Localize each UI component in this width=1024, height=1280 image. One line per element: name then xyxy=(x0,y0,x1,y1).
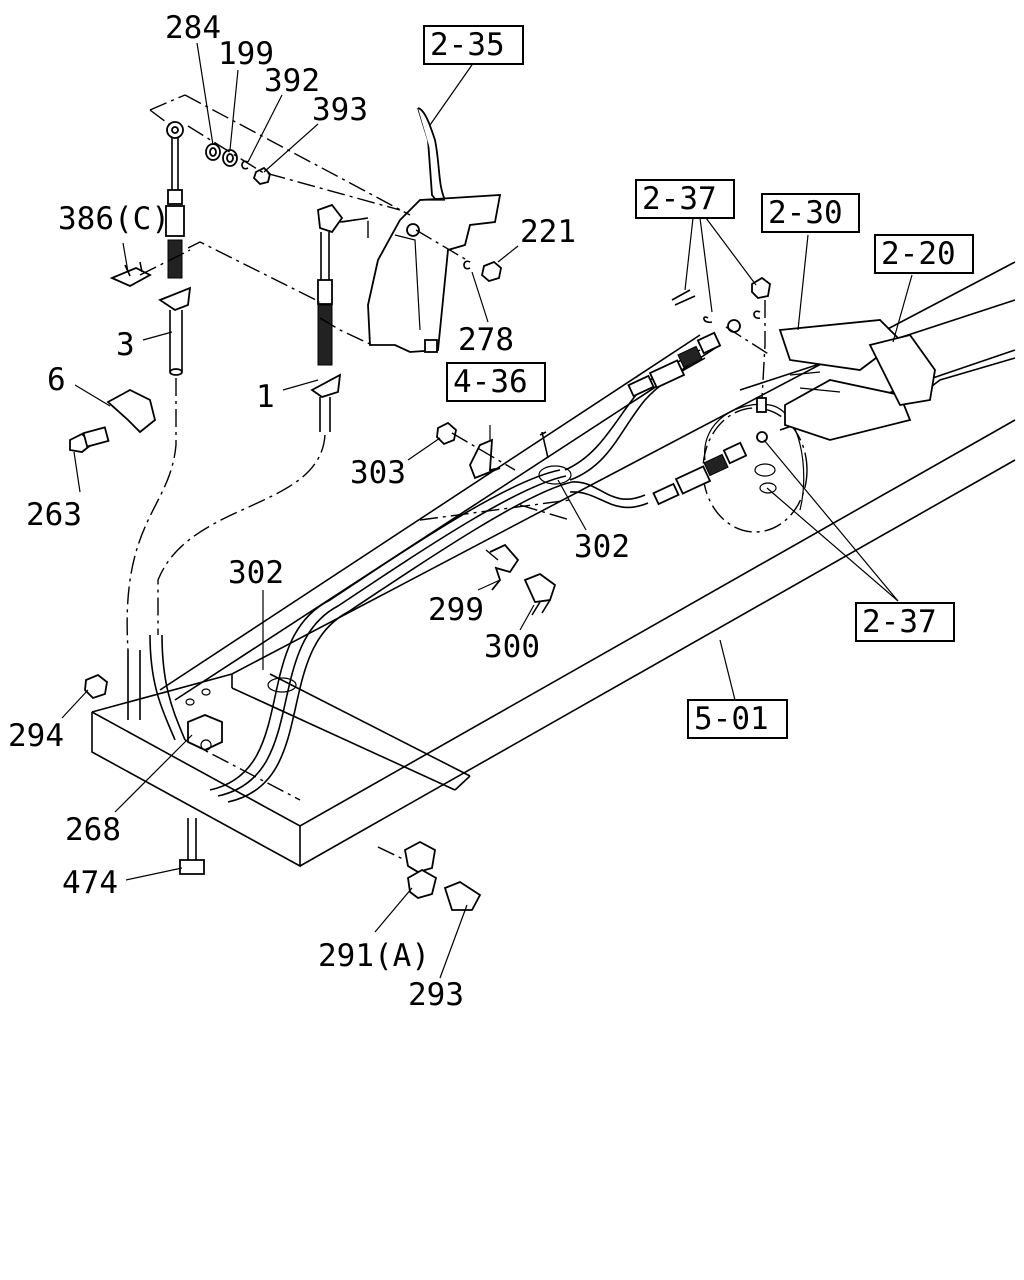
callout-3: 3 xyxy=(116,327,135,363)
callout-392: 392 xyxy=(264,63,320,99)
callout-6: 6 xyxy=(47,362,66,398)
ref-5-01: 5-01 xyxy=(694,701,769,737)
callout-1: 1 xyxy=(256,379,275,415)
callout-302-lower: 302 xyxy=(574,529,630,565)
shift-cable-3 xyxy=(126,121,192,741)
callout-284: 284 xyxy=(165,10,221,46)
callout-299: 299 xyxy=(428,592,484,628)
callouts: 284 199 392 393 386(C) 221 278 3 6 1 263… xyxy=(8,10,630,1013)
callout-302-upper: 302 xyxy=(228,555,284,591)
small-parts xyxy=(69,143,936,911)
ref-4-36: 4-36 xyxy=(453,364,528,400)
callout-386c: 386(C) xyxy=(58,201,170,237)
shift-cable-1 xyxy=(157,203,369,635)
ref-2-37-bottom: 2-37 xyxy=(862,604,937,640)
leader-lines xyxy=(61,42,913,979)
callout-474: 474 xyxy=(62,865,118,901)
cable-bundle xyxy=(209,319,748,803)
callout-221: 221 xyxy=(520,214,576,250)
guide-lines xyxy=(139,94,771,861)
callout-268: 268 xyxy=(65,812,121,848)
callout-303: 303 xyxy=(350,455,406,491)
callout-293: 293 xyxy=(408,977,464,1013)
callout-263: 263 xyxy=(26,497,82,533)
callout-300: 300 xyxy=(484,629,540,665)
callout-278: 278 xyxy=(458,322,514,358)
ref-2-20: 2-20 xyxy=(881,236,956,272)
ref-2-30: 2-30 xyxy=(768,195,843,231)
ref-2-35: 2-35 xyxy=(430,27,505,63)
callout-199: 199 xyxy=(218,36,274,72)
callout-294: 294 xyxy=(8,718,64,754)
callout-393: 393 xyxy=(312,92,368,128)
shift-tower xyxy=(367,107,502,353)
ref-2-37-top: 2-37 xyxy=(642,181,717,217)
reference-boxes: 2-35 2-37 2-30 2-20 4-36 2-37 5-01 xyxy=(423,25,974,739)
callout-291a: 291(A) xyxy=(318,938,430,974)
